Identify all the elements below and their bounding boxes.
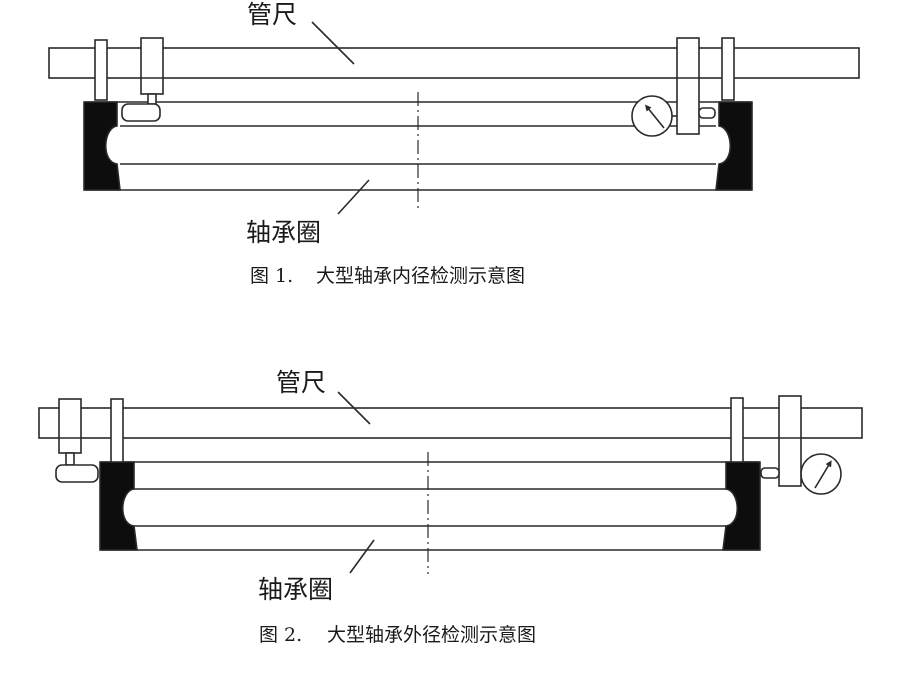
dial-gauge-icon: [631, 95, 677, 137]
bearing-label: 轴承圈: [258, 575, 333, 604]
ring-right-section: [715, 101, 753, 191]
pipe-ruler: [38, 407, 863, 439]
ring-left-section: [83, 101, 121, 191]
right-clamp-fixed: [721, 37, 735, 101]
right-gauge-block: [760, 395, 802, 487]
ruler-label: 管尺: [247, 0, 297, 29]
figure-caption-number: 图 2.: [259, 624, 302, 646]
left-probe-block: [121, 37, 164, 122]
ring-left-section: [99, 461, 138, 551]
right-clamp-fixed: [730, 397, 744, 463]
left-probe-block: [55, 398, 99, 483]
ruler-label: 管尺: [276, 368, 326, 397]
figure-2: [38, 391, 863, 574]
figure-caption-number: 图 1.: [250, 265, 293, 287]
bearing-leader-line: [349, 539, 375, 574]
ring-right-section: [722, 461, 761, 551]
figure-caption-text: 大型轴承外径检测示意图: [327, 624, 536, 646]
pipe-ruler: [48, 47, 860, 79]
bearing-label: 轴承圈: [246, 218, 321, 247]
bearing-leader-line: [337, 179, 370, 215]
ruler-leader-line: [311, 21, 355, 65]
dial-gauge-icon: [800, 453, 842, 495]
figure-caption-text: 大型轴承内径检测示意图: [316, 265, 525, 287]
right-gauge-block: [676, 37, 716, 135]
ruler-leader-line: [337, 391, 371, 425]
left-clamp-fixed: [94, 39, 108, 101]
bearing-ring: [83, 92, 753, 212]
left-clamp-fixed: [110, 398, 124, 463]
figure-1: [48, 21, 860, 215]
bearing-ring: [99, 452, 761, 574]
